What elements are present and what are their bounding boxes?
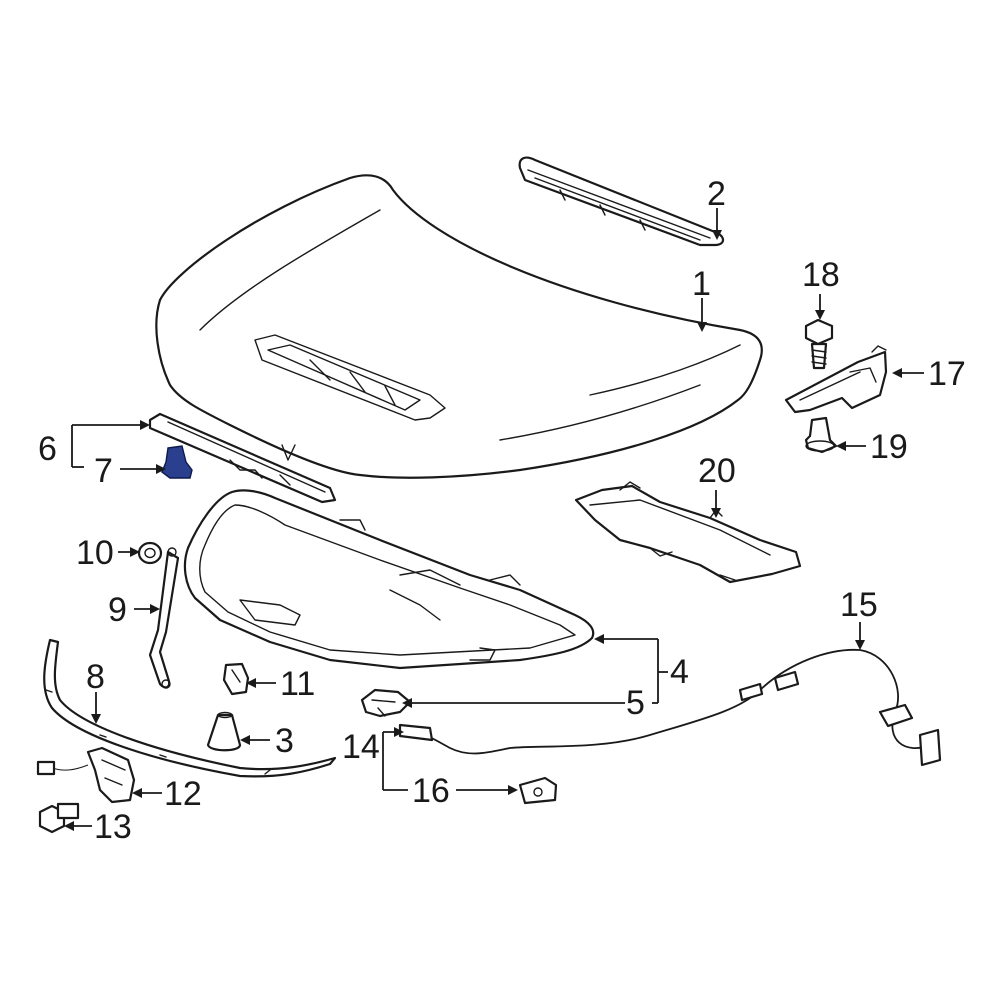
callout-3: 3 (275, 722, 294, 760)
callout-11: 11 (280, 665, 315, 703)
callout-15: 15 (840, 586, 878, 624)
insulator-clip[interactable] (360, 688, 412, 718)
callout-2: 2 (707, 175, 726, 213)
callout-1: 1 (692, 265, 711, 303)
hood-seal[interactable] (148, 412, 337, 504)
callout-13: 13 (94, 808, 132, 846)
callout-7: 7 (94, 452, 113, 490)
callout-4: 4 (670, 653, 689, 691)
callout-14: 14 (342, 728, 380, 766)
callout-5: 5 (626, 684, 645, 722)
release-cable[interactable] (398, 648, 942, 767)
latch-bolt[interactable] (38, 802, 80, 834)
callout-12: 12 (164, 775, 202, 813)
callout-10: 10 (76, 534, 114, 572)
prop-rod-clip[interactable] (222, 662, 250, 696)
callout-8: 8 (86, 658, 105, 696)
hood-latch[interactable] (36, 746, 136, 804)
grommet[interactable] (137, 541, 163, 565)
hinge-nut[interactable] (804, 416, 838, 454)
callout-17: 17 (928, 355, 966, 393)
hood-bumper[interactable] (206, 711, 242, 752)
hinge-bolt[interactable] (804, 318, 834, 370)
front-seal-strip[interactable] (43, 638, 337, 778)
release-handle[interactable] (518, 776, 558, 805)
callout-19: 19 (870, 428, 908, 466)
callout-18: 18 (802, 256, 840, 294)
hood-panel[interactable] (155, 174, 763, 479)
hood-insulator[interactable] (183, 489, 595, 670)
prop-rod[interactable] (148, 547, 180, 689)
seal-clip-highlight[interactable] (161, 445, 193, 479)
hood-hinge[interactable] (784, 345, 888, 414)
callout-16: 16 (412, 772, 450, 810)
hood-molding[interactable] (518, 156, 725, 247)
callout-20: 20 (698, 452, 736, 490)
callout-6: 6 (38, 430, 57, 468)
callout-9: 9 (108, 591, 127, 629)
heat-shield[interactable] (574, 481, 802, 584)
